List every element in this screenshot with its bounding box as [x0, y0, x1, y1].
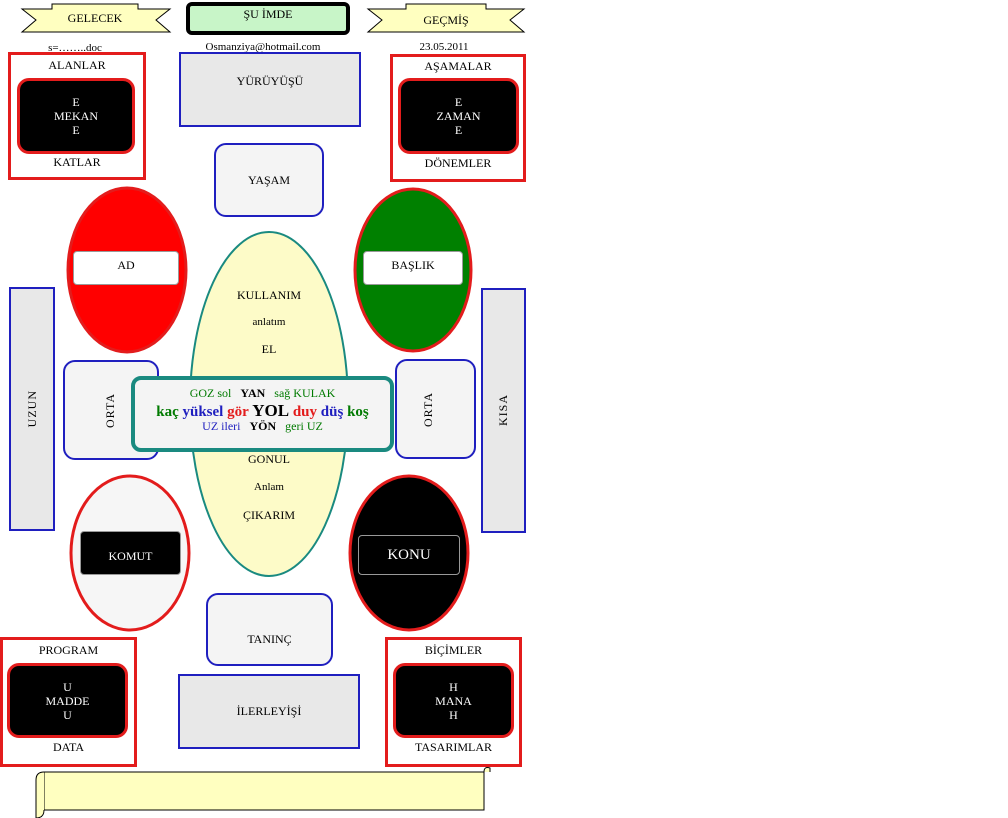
present-label: ŞU İMDE	[243, 7, 293, 21]
uzun-box: UZUN	[9, 287, 55, 531]
future-label: GELECEK	[67, 11, 123, 25]
top-box: YÜRÜYÜŞÜ	[179, 52, 361, 127]
corner-top-left-panel: E MEKAN E	[17, 78, 135, 154]
present-box: ŞU İMDE	[186, 2, 350, 35]
corner-top-right-line-3: E	[454, 123, 463, 137]
corner-bottom-right-line-1: H	[449, 679, 458, 694]
center-row-1: GOZ sol YAN sağ KULAK	[131, 386, 394, 400]
orta-right-box: ORTA	[395, 359, 476, 459]
center-word-yol: YOL	[252, 401, 290, 420]
center-word-kos: koş	[347, 404, 369, 420]
center-word-yuksel: yüksel	[182, 404, 224, 420]
corner-top-right-top-label: AŞAMALAR	[424, 59, 492, 73]
center-word-kac: kaç	[156, 404, 179, 420]
center-row1-a: GOZ sol	[189, 386, 232, 400]
corner-bottom-left-panel: U MADDE U	[7, 663, 128, 738]
corner-bottom-right-line-2: MANA	[435, 693, 472, 708]
top-box-label: YÜRÜYÜŞÜ	[236, 74, 304, 88]
center-row1-b: YAN	[240, 386, 266, 400]
bottom-box-label: İLERLEYİŞİ	[236, 704, 302, 718]
komut-label-box: KOMUT	[80, 531, 181, 575]
ellipse-upper-3: EL	[261, 342, 277, 356]
corner-top-left-bottom-label: KATLAR	[53, 155, 101, 169]
corner-bottom-left-top-label: PROGRAM	[38, 643, 99, 657]
baslik-label: BAŞLIK	[391, 258, 435, 272]
taninc-label: TANINÇ	[247, 632, 292, 646]
past-label: GEÇMİŞ	[423, 13, 469, 27]
corner-bottom-left-line-2: MADDE	[45, 693, 90, 708]
ellipse-upper-2: anlatım	[252, 316, 286, 328]
center-row3-b: YÖN	[249, 419, 277, 433]
ad-label-box: AD	[73, 251, 179, 285]
ad-label: AD	[117, 258, 135, 272]
ellipse-lower-1: GONUL	[248, 452, 290, 466]
corner-bottom-right-bottom-label: TASARIMLAR	[414, 740, 493, 754]
center-row1-c: sağ KULAK	[274, 386, 336, 400]
corner-bottom-left-bottom-label: DATA	[52, 740, 85, 754]
center-word-dus: düş	[320, 404, 344, 420]
ellipse-lower-2: Anlam	[254, 481, 284, 493]
corner-bottom-right-top-label: BİÇİMLER	[424, 643, 483, 657]
corner-bottom-left-line-1: U	[63, 679, 72, 694]
filename: s=……..doc	[48, 42, 102, 54]
center-row3-a: UZ ileri	[202, 419, 241, 433]
center-row-2: kaç yüksel gör YOL duy düş koş	[131, 402, 394, 421]
ellipse-lower-3: ÇIKARIM	[242, 508, 295, 522]
kisa-box: KISA	[481, 288, 526, 533]
kisa-label: KISA	[496, 394, 510, 427]
center-row-3: UZ ileri YÖN geri UZ	[131, 419, 394, 433]
future-ribbon	[20, 3, 172, 33]
corner-top-right-bottom-label: DÖNEMLER	[424, 156, 492, 170]
date: 23.05.2011	[419, 41, 469, 53]
center-word-duy: duy	[292, 404, 318, 420]
corner-top-left-line-3: E	[72, 123, 80, 137]
yasam-label: YAŞAM	[247, 172, 290, 187]
corner-top-right-panel: E ZAMAN E	[398, 78, 519, 154]
corner-bottom-right-line-3: H	[449, 707, 458, 722]
taninc-box: TANINÇ	[206, 593, 333, 666]
baslik-label-box: BAŞLIK	[363, 251, 463, 285]
komut-label: KOMUT	[108, 548, 153, 563]
email[interactable]: Osmanziya@hotmail.com	[205, 41, 321, 53]
corner-bottom-left-line-3: U	[63, 707, 72, 722]
past-ribbon	[366, 3, 526, 33]
bottom-scroll	[43, 771, 485, 811]
yasam-box: YAŞAM	[214, 143, 324, 217]
konu-label: KONU	[387, 546, 431, 563]
corner-top-right-line-1: E	[454, 95, 463, 109]
center-word-gor: gör	[227, 404, 249, 420]
center-row3-c: geri UZ	[285, 419, 323, 433]
corner-top-left-top-label: ALANLAR	[48, 58, 106, 72]
bottom-box: İLERLEYİŞİ	[178, 674, 360, 749]
orta-left-label: ORTA	[103, 392, 117, 428]
corner-top-left-line-2: MEKAN	[54, 109, 98, 123]
ellipse-upper-1: KULLANIM	[237, 288, 301, 302]
corner-top-left-line-1: E	[72, 95, 80, 109]
center-box	[131, 376, 394, 452]
uzun-label: UZUN	[24, 390, 39, 428]
corner-bottom-right-panel: H MANA H	[393, 663, 514, 738]
corner-top-right-line-2: ZAMAN	[436, 109, 481, 123]
konu-label-box: KONU	[358, 535, 460, 575]
orta-right-label: ORTA	[421, 391, 435, 427]
